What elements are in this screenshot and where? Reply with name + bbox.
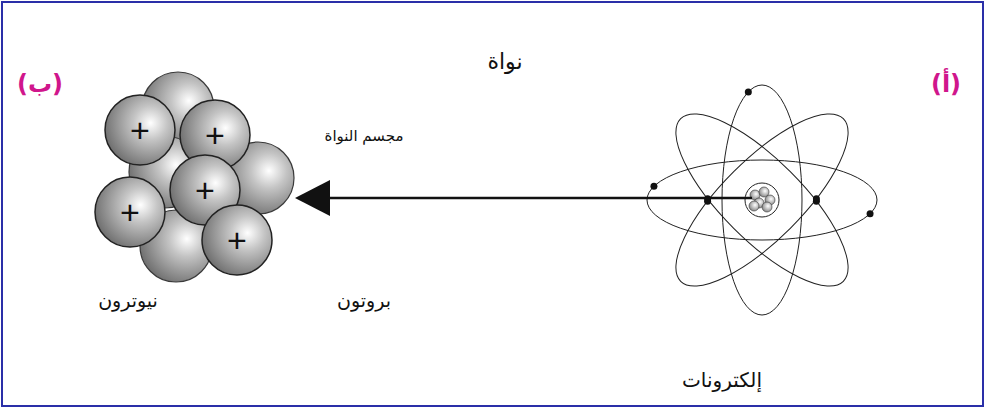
electron-orbit <box>647 160 877 240</box>
charge-sign: + <box>227 220 247 261</box>
proton-sphere <box>95 177 165 247</box>
part-label: مجسم النواة <box>325 127 404 145</box>
electron-orbit <box>652 90 871 309</box>
charge-sign: + <box>130 110 150 151</box>
electron-dot <box>650 183 657 190</box>
electron-orbit <box>722 85 802 315</box>
electron-dot <box>745 88 752 95</box>
charge-sign: + <box>120 192 140 233</box>
nucleus-model <box>95 72 294 282</box>
panel-letter: (ب) <box>17 70 63 99</box>
electron-orbit <box>652 90 871 309</box>
panel-letter: (أ) <box>931 70 961 99</box>
arrow-head <box>295 180 330 216</box>
nucleus-circle <box>745 183 779 217</box>
nucleon-small <box>749 201 759 211</box>
charge-sign: + <box>205 115 225 156</box>
electron-dot <box>867 210 874 217</box>
part-label: نيوترون <box>98 289 158 312</box>
electron-dot <box>813 195 820 202</box>
part-label: نواة <box>487 49 522 75</box>
proton-sphere <box>105 95 175 165</box>
part-label: بروتون <box>337 289 391 312</box>
nucleon-small <box>762 202 772 212</box>
proton-sphere <box>202 205 272 275</box>
charge-sign: + <box>195 170 215 211</box>
arrow-line <box>326 197 752 200</box>
atom-model <box>647 85 877 315</box>
part-label: إلكترونات <box>682 368 762 392</box>
